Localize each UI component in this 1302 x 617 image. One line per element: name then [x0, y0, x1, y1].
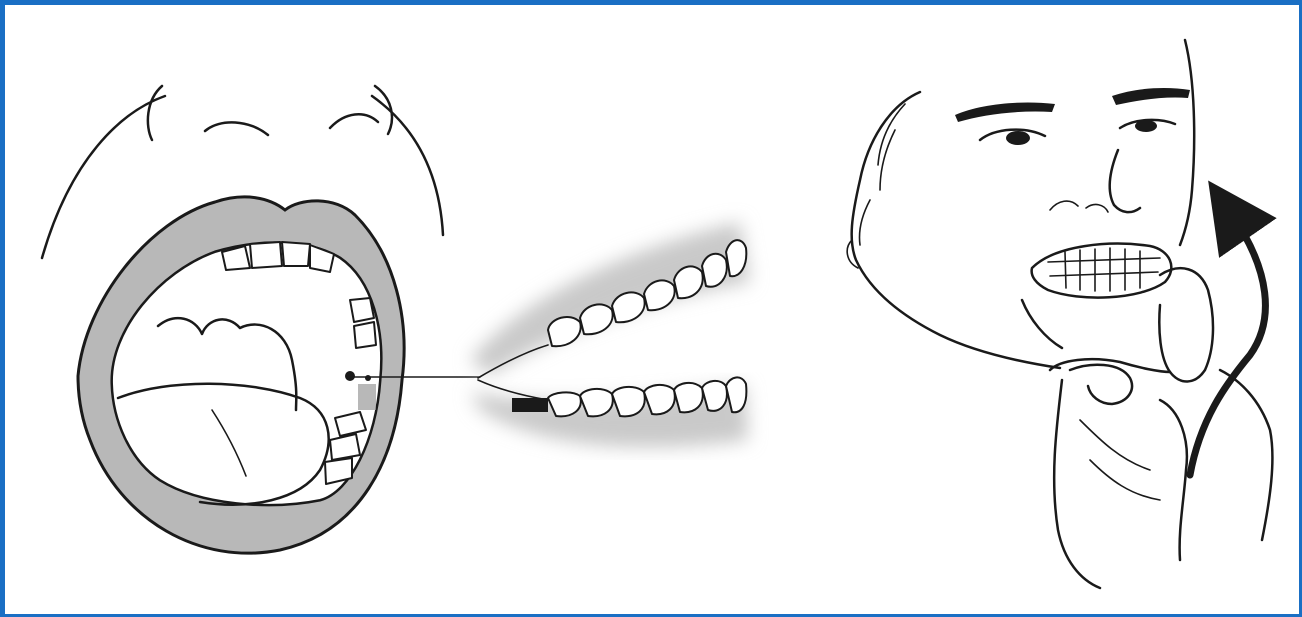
mouth-outline: [1032, 244, 1172, 298]
cheek-contour: [1180, 40, 1194, 245]
left-eyebrow: [955, 102, 1055, 122]
open-mouth-illustration: [42, 86, 480, 553]
nostril-left: [1050, 201, 1078, 210]
pterygomandibular-area: [358, 384, 376, 410]
dental-arch-detail: [470, 222, 750, 447]
right-eyebrow: [1112, 88, 1190, 105]
nostril-right: [1086, 205, 1108, 212]
left-pupil: [1006, 131, 1030, 145]
hand-crease: [1080, 420, 1160, 500]
right-pupil: [1135, 120, 1157, 132]
lower-arch-injection-site: [512, 398, 548, 412]
lower-arch-teeth: [512, 377, 746, 416]
examination-point-secondary: [365, 375, 371, 381]
head-outline: [852, 92, 1060, 368]
face-palpation-illustration: [847, 40, 1272, 588]
nose: [1110, 150, 1140, 212]
hand-outline: [1050, 359, 1170, 588]
thumb: [1070, 365, 1132, 404]
face-outline-right: [372, 96, 443, 235]
nose-left-nostril: [148, 86, 162, 140]
rotation-arrow-icon: [1190, 215, 1265, 475]
nose-bridge: [205, 122, 268, 135]
face-outline-left: [42, 96, 165, 258]
index-finger: [1159, 268, 1213, 381]
upper-gum-shadow: [470, 222, 750, 375]
examination-point-marker: [345, 371, 355, 381]
chin-line: [1022, 300, 1062, 348]
nose-right-nostril: [330, 114, 378, 128]
visible-teeth: [1048, 248, 1160, 291]
